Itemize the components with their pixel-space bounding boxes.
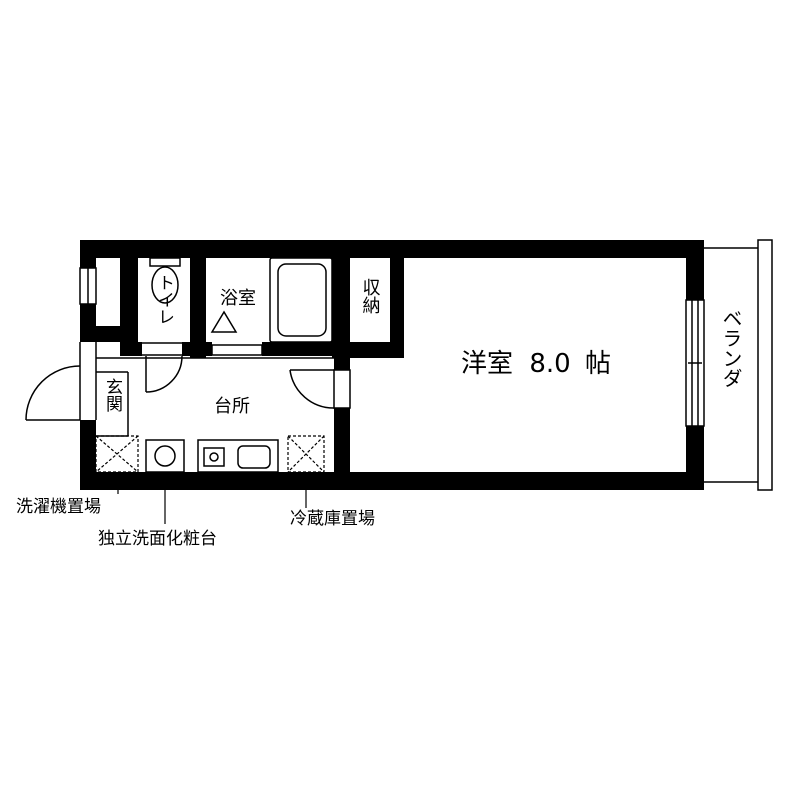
western-room-label: 洋室 8.0 帖	[461, 349, 611, 379]
vanity-label: 独立洗面化粧台	[98, 529, 217, 549]
storage-doors	[392, 258, 402, 342]
toilet-door-frame	[142, 342, 182, 356]
western-room-name: 洋室	[461, 349, 513, 379]
bath-drain-triangle	[210, 310, 238, 333]
toilet-fixture	[149, 257, 181, 304]
veranda-window	[685, 299, 705, 427]
washer-space	[95, 435, 139, 473]
veranda-label: ベランダ	[719, 308, 743, 388]
left-window	[79, 267, 97, 305]
fridge-space	[287, 435, 325, 473]
bathtub	[269, 257, 333, 343]
leader-lines	[117, 472, 307, 524]
veranda	[704, 239, 773, 491]
bath-sliding-door	[211, 344, 263, 356]
bath-label: 浴室	[220, 288, 256, 309]
western-room-unit: 帖	[585, 349, 611, 379]
toilet-label: トイレ	[154, 274, 174, 325]
washer-space-label: 洗濯機置場	[16, 497, 101, 517]
vanity-fixture	[145, 439, 185, 473]
kitchen-label: 台所	[214, 396, 250, 417]
toilet-door-swing	[145, 355, 183, 393]
western-room-size: 8.0	[529, 349, 570, 379]
entrance-label: 玄関	[102, 378, 122, 412]
entrance-door	[25, 342, 97, 421]
storage-label: 収納	[360, 278, 381, 314]
interior-walls	[80, 240, 404, 490]
room-door-swing	[289, 369, 351, 409]
fridge-space-label: 冷蔵庫置場	[290, 509, 375, 529]
kitchen-counter	[197, 439, 279, 473]
